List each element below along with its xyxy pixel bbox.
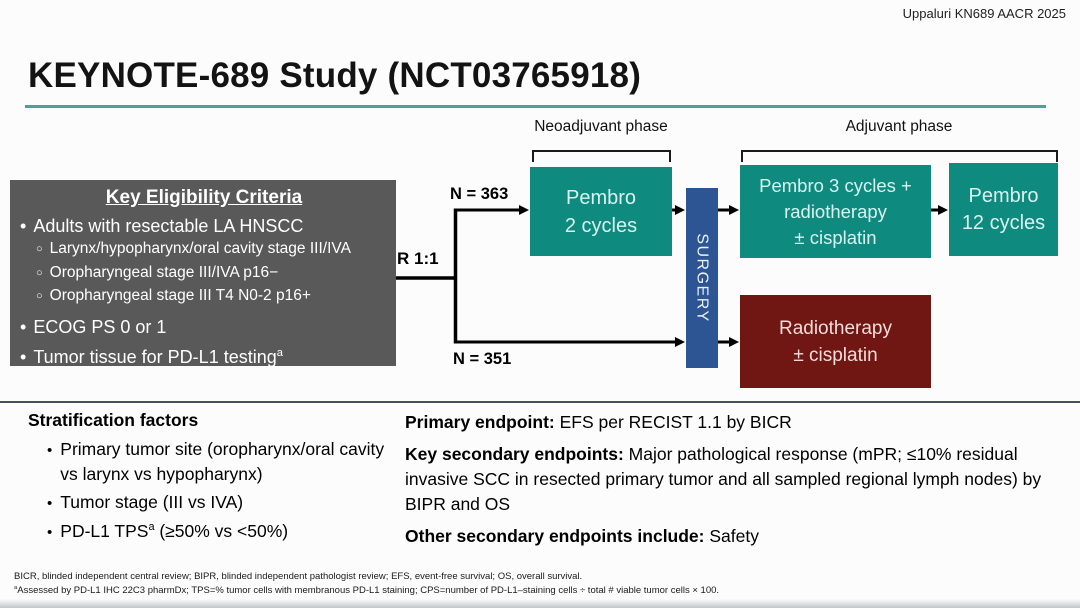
bullet-icon [47,519,60,545]
circle-bullet-icon [36,262,50,286]
stratification-item-pdl1-tps: PD-L1 TPSa (≥50% vs <50%) [47,519,392,545]
pembro2-line2: 2 cycles [564,214,638,237]
box-radiotherapy: Radiotherapy ± cisplatin [740,295,931,388]
stratification-list: Primary tumor site (oropharynx/oral cavi… [47,437,392,548]
bullet-icon [20,346,33,369]
pembro12-line1: Pembro [968,184,1039,207]
eligibility-heading: Key Eligibility Criteria [105,187,303,208]
endpoint-key-secondary: Key secondary endpoints: Major pathologi… [405,444,1042,514]
box-surgery: SURGERY [686,188,718,368]
eligibility-subitem-larynx: Larynx/hypopharynx/oral cavity stage III… [20,238,388,262]
stratification-item-tumor-stage: Tumor stage (III vs IVA) [47,490,392,516]
endpoint-primary: Primary endpoint: EFS per RECIST 1.1 by … [405,412,792,432]
footnote-abbreviations: BICR, blinded independent central review… [14,571,583,582]
surgery-label: SURGERY [694,233,711,323]
phase-label-adjuvant: Adjuvant phase [845,118,953,135]
footnote-assay: aAssessed by PD-L1 IHC 22C3 pharmDx; TPS… [14,584,720,596]
box-pembro-12-cycles: Pembro 12 cycles [949,163,1058,256]
radiotherapy-line1: Radiotherapy [778,317,893,339]
eligibility-subitem-oropharyngeal-p16neg: Oropharyngeal stage III/IVA p16− [20,262,388,286]
eligibility-subitem-oropharyngeal-p16pos: Oropharyngeal stage III T4 N0-2 p16+ [20,285,388,309]
bullet-icon [20,215,33,238]
pembro12-line2: 12 cycles [961,211,1046,234]
bullet-icon [20,316,33,339]
circle-bullet-icon [36,285,50,309]
footnote-marker: a [276,346,283,359]
radiotherapy-line2: ± cisplatin [793,344,878,366]
eligibility-item-ecog: ECOG PS 0 or 1 [20,316,388,339]
endpoints-section: Primary endpoint: EFS per RECIST 1.1 by … [405,410,1065,556]
n-top-label: N = 363 [450,185,509,203]
pembro3-line3: ± cisplatin [794,226,877,248]
box-pembro-3-cycles-radiotherapy: Pembro 3 cycles + radiotherapy ± cisplat… [740,165,931,258]
bracket-neoadjuvant [532,150,671,162]
page-title: KEYNOTE-689 Study (NCT03765918) [28,56,642,95]
footnote-marker: a [14,584,18,591]
eligibility-item-tumor-tissue: Tumor tissue for PD-L1 testinga [20,346,388,369]
eligibility-box: Key Eligibility Criteria Adults with res… [10,180,396,369]
section-divider [0,401,1080,403]
bracket-adjuvant [741,150,1058,162]
phase-label-neoadjuvant: Neoadjuvant phase [534,118,668,135]
stratification-heading: Stratification factors [28,410,199,430]
footnote-marker: a [148,521,155,534]
randomization-label: R 1:1 [397,249,439,268]
n-bottom-label: N = 351 [453,350,512,368]
pembro2-line1: Pembro [565,186,637,209]
endpoint-other-secondary: Other secondary endpoints include: Safet… [405,526,759,546]
pembro3-line2: radiotherapy [784,200,887,222]
bottom-edge-shade [0,599,1080,608]
stratification-item-tumor-site: Primary tumor site (oropharynx/oral cavi… [47,437,392,487]
title-underline [25,105,1046,108]
pembro3-line1: Pembro 3 cycles + [759,174,912,196]
footnotes: BICR, blinded independent central review… [14,570,719,598]
eligibility-item-adults: Adults with resectable LA HNSCC [20,215,388,238]
circle-bullet-icon [36,238,50,262]
attribution-text: Uppaluri KN689 AACR 2025 [902,6,1066,21]
bullet-icon [47,437,60,487]
bullet-icon [47,490,60,516]
box-pembro-2-cycles: Pembro 2 cycles [530,167,672,256]
